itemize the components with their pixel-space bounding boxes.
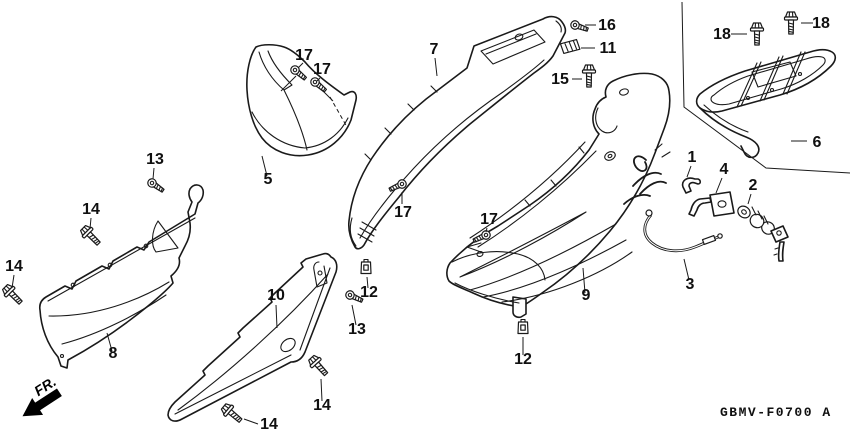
callout-14-c[interactable]: 14 (313, 397, 331, 414)
callout-13-b[interactable]: 13 (348, 321, 366, 338)
bolt-15-icon (581, 64, 597, 88)
screw-13-a-icon (145, 176, 167, 195)
callout-9[interactable]: 9 (582, 287, 591, 304)
bolt-14-a-icon (77, 222, 104, 249)
callout-3[interactable]: 3 (686, 276, 695, 293)
part-9-rear-body-cover (446, 72, 671, 319)
callout-7[interactable]: 7 (430, 41, 439, 58)
callout-12-b[interactable]: 12 (514, 351, 532, 368)
callout-17-d[interactable]: 17 (480, 211, 498, 228)
callout-11[interactable]: 11 (600, 40, 617, 57)
diagram-code: GBMV-F0700 A (720, 405, 832, 420)
clip-nut-12-b-icon (517, 318, 529, 335)
part-2-lock-cylinder (737, 205, 789, 262)
callout-14-a[interactable]: 14 (82, 201, 100, 218)
part-9-decal-graphics (459, 143, 671, 303)
fr-arrow-icon (22, 388, 62, 417)
callout-17-b[interactable]: 17 (313, 61, 331, 78)
callout-1[interactable]: 1 (688, 149, 697, 166)
part-3-lock-cable (643, 209, 723, 253)
fr-direction-arrow: FR. (22, 373, 62, 417)
screw-16-icon (569, 19, 590, 35)
callout-6[interactable]: 6 (813, 134, 822, 151)
callout-17-a[interactable]: 17 (295, 47, 313, 64)
callout-14-d[interactable]: 14 (260, 416, 278, 430)
inset-divider-line (681, 1, 850, 174)
callout-16[interactable]: 16 (598, 17, 616, 34)
callout-2[interactable]: 2 (749, 177, 758, 194)
callout-14-b[interactable]: 14 (5, 258, 23, 275)
callout-8[interactable]: 8 (109, 345, 118, 362)
bolt-18-right-icon (783, 11, 799, 35)
part-8-left-side-cover (38, 184, 205, 369)
part-6-rear-carrier (695, 48, 837, 159)
part-1-cable-clamp (681, 177, 702, 194)
callout-12-a[interactable]: 12 (360, 284, 378, 301)
callout-leader-lines (11, 22, 813, 425)
part-4-lock-bracket (688, 191, 735, 217)
callout-4[interactable]: 4 (720, 161, 729, 178)
bolt-14-d-icon (218, 400, 246, 427)
callout-13-a[interactable]: 13 (146, 151, 164, 168)
callout-17-c[interactable]: 17 (394, 204, 412, 221)
part-10-lower-side-cover (167, 252, 338, 422)
clip-nut-12-a-icon (360, 258, 372, 275)
bolt-18-left-icon (749, 22, 765, 46)
pointer-chevron (466, 242, 482, 253)
key-head (770, 225, 789, 243)
callout-18-b[interactable]: 18 (812, 15, 830, 32)
callout-18-a[interactable]: 18 (713, 26, 731, 43)
callout-15[interactable]: 15 (551, 71, 569, 88)
callout-10[interactable]: 10 (267, 287, 285, 304)
part-5-body-cover (246, 43, 358, 157)
callout-5[interactable]: 5 (264, 171, 273, 188)
clip-11-icon (559, 38, 581, 55)
key-blade (777, 241, 785, 262)
bolt-14-c-icon (305, 352, 332, 380)
hidden-edge-dashes (329, 96, 348, 128)
bolt-14-b-icon (0, 281, 26, 308)
part-7-rear-upper-cover (347, 15, 567, 250)
